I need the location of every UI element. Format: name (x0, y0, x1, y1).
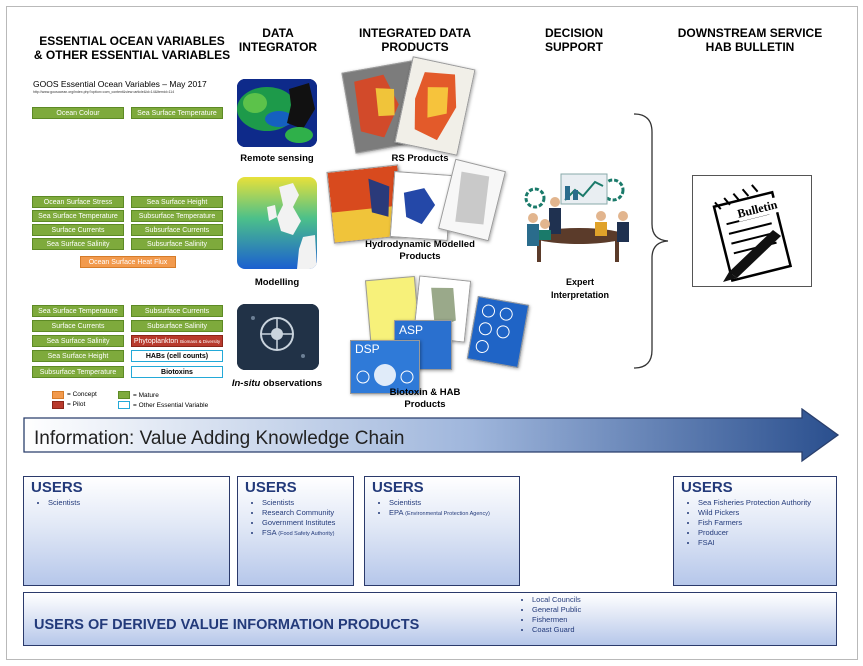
legend-pilot-swatch (52, 401, 64, 409)
legend-concept-swatch (52, 391, 64, 399)
users-title: USERS (31, 479, 83, 496)
bulletin-image: Bulletin (692, 175, 812, 287)
insitu-em: In-situ (231, 378, 261, 389)
users-item: Scientists (48, 498, 222, 508)
users-title: USERS (245, 479, 297, 496)
derived-users-box: USERS OF DERIVED VALUE INFORMATION PRODU… (23, 592, 837, 646)
variable-box-pilot: Phytoplankton Biomass & Diversity (131, 335, 223, 347)
insitu-rest: observations (260, 378, 323, 389)
variable-box: Subsurface Salinity (131, 238, 223, 250)
rs-products-caption: RS Products (391, 153, 449, 164)
variable-box: Ocean Surface Stress (32, 196, 124, 208)
derived-users-item: Local Councils (532, 595, 581, 605)
biotoxin-products-caption: Biotoxin & HAB Products (389, 387, 461, 410)
variable-box: Surface Currents (32, 320, 124, 332)
goos-url: http://www.goosocean.org/index.php?optio… (33, 90, 175, 94)
remote-sensing-caption: Remote sensing (240, 153, 314, 164)
users-box-bulletin: USERS Sea Fisheries Protection Authority… (673, 476, 837, 586)
rs-product-map (394, 56, 476, 156)
users-item: Wild Pickers (698, 508, 829, 518)
goos-title: GOOS Essential Ocean Variables – May 201… (33, 79, 207, 89)
variable-box-other: HABs (cell counts) (131, 350, 223, 362)
variable-box: Sea Surface Temperature (131, 107, 223, 119)
hydro-product-map (389, 171, 453, 241)
header-essential-variables: ESSENTIAL OCEAN VARIABLES & OTHER ESSENT… (33, 34, 231, 62)
users-item: Sea Fisheries Protection Authority (698, 498, 829, 508)
users-item: FSAI (698, 538, 829, 548)
variable-box: Subsurface Currents (131, 305, 223, 317)
legend-mature: = Mature (133, 392, 159, 399)
bulletin-icon (712, 184, 793, 282)
variable-box: Subsurface Salinity (131, 320, 223, 332)
variable-box: Subsurface Temperature (32, 366, 124, 378)
derived-users-item: General Public (532, 605, 581, 615)
variable-box: Subsurface Currents (131, 224, 223, 236)
legend-other: = Other Essential Variable (133, 402, 209, 409)
derived-users-item: Fishermen (532, 615, 581, 625)
legend-mature-swatch (118, 391, 130, 399)
users-box-biotoxin: USERS Scientists EPA (Environmental Prot… (364, 476, 520, 586)
users-box-modelling: USERS Scientists Research Community Gove… (237, 476, 354, 586)
users-box-remote-sensing: USERS Scientists (23, 476, 230, 586)
knowledge-chain-arrow-icon (23, 408, 840, 463)
variable-box: Sea Surface Salinity (32, 335, 124, 347)
phytoplankton-label: Phytoplankton (133, 338, 179, 345)
users-item: Scientists (389, 498, 512, 508)
header-downstream-service: DOWNSTREAM SERVICE HAB BULLETIN (677, 26, 823, 54)
modelling-image (237, 177, 317, 269)
variable-box: Sea Surface Height (131, 196, 223, 208)
legend-pilot: = Pilot (67, 401, 86, 408)
diagram-frame (6, 6, 858, 660)
expert-meeting-image (517, 172, 639, 266)
header-integrated-products: INTEGRATED DATA PRODUCTS (359, 26, 471, 54)
satellite-map-icon (237, 79, 317, 147)
derived-users-item: Coast Guard (532, 625, 581, 635)
variable-box: Surface Currents (32, 224, 124, 236)
insitu-image (237, 304, 319, 370)
users-item: Research Community (262, 508, 346, 518)
variable-box: Sea Surface Temperature (32, 305, 124, 317)
header-decision-support: DECISION SUPPORT (544, 26, 603, 54)
legend-other-swatch (118, 401, 130, 409)
remote-sensing-image (237, 79, 317, 147)
dsp-product: DSP (350, 340, 420, 394)
derived-users-title: USERS OF DERIVED VALUE INFORMATION PRODU… (34, 617, 420, 633)
variable-box: Sea Surface Temperature (32, 210, 124, 222)
users-item: Producer (698, 528, 829, 538)
users-item: Scientists (262, 498, 346, 508)
insitu-caption: In-situ observations (225, 378, 329, 389)
modelling-caption: Modelling (254, 277, 300, 288)
dsp-label: DSP (355, 342, 380, 356)
variable-box: Sea Surface Height (32, 350, 124, 362)
model-map-icon (237, 177, 317, 269)
variable-box-concept: Ocean Surface Heat Flux (80, 256, 176, 268)
meeting-icon (524, 173, 629, 262)
legend-concept: = Concept (67, 391, 97, 398)
variable-box: Sea Surface Salinity (32, 238, 124, 250)
users-title: USERS (372, 479, 424, 496)
knowledge-chain-label: Information: Value Adding Knowledge Chai… (34, 428, 405, 449)
variable-box: Ocean Colour (32, 107, 124, 119)
variable-box-other: Biotoxins (131, 366, 223, 378)
expert-interpretation-caption: Expert Interpretation (550, 277, 609, 300)
asp-label: ASP (399, 323, 424, 337)
hydro-product-map (326, 164, 406, 244)
variable-box: Subsurface Temperature (131, 210, 223, 222)
bracket-icon (633, 113, 669, 369)
hydro-products-caption: Hydrodynamic Modelled Products (365, 239, 475, 262)
users-item: FSA (Food Safety Authority) (262, 528, 346, 539)
users-item: Fish Farmers (698, 518, 829, 528)
users-item: EPA (Environmental Protection Agency) (389, 508, 512, 519)
biotoxin-product-chart (466, 295, 530, 369)
buoy-icon (237, 304, 319, 370)
hydro-product-map (438, 158, 506, 242)
header-data-integrator: DATA INTEGRATOR (238, 26, 318, 54)
phytoplankton-sub: Biomass & Diversity (180, 339, 221, 344)
users-title: USERS (681, 479, 733, 496)
users-item: Government Institutes (262, 518, 346, 528)
